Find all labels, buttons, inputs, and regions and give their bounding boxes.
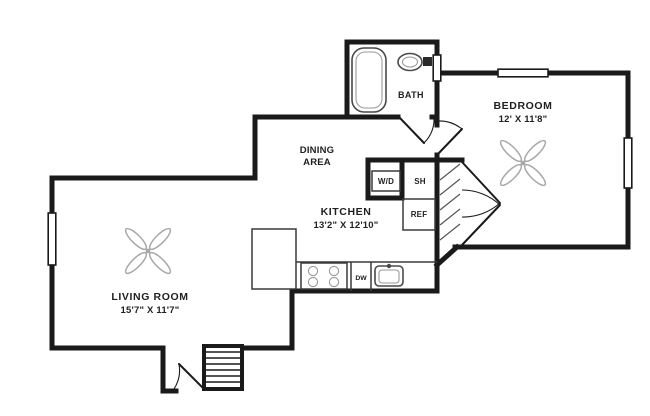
windows (47, 54, 633, 266)
bath-door-leaf (398, 116, 425, 144)
dining-area-label-line2: AREA (303, 157, 331, 168)
bathtub-icon (351, 47, 387, 113)
bedroom-dims: 12' X 11'8" (499, 114, 548, 125)
kitchen-fixtures (251, 170, 437, 291)
closet-double-doors (461, 161, 501, 246)
wall-bedroom (434, 70, 631, 250)
bath-sink-icon (397, 52, 432, 72)
dishwasher-slot (350, 262, 372, 291)
living-room-label: LIVING ROOM (111, 291, 188, 303)
bath-window (432, 54, 442, 82)
stove-icon (300, 262, 348, 290)
kitchen-counter-left (251, 228, 297, 290)
wall-kitchen-dining (252, 114, 461, 294)
bath-faucet (423, 57, 432, 66)
closet-door-leaf-top (461, 161, 501, 204)
entry-door (173, 363, 205, 390)
living-room-ceiling-fan-icon (124, 227, 172, 275)
bedroom-ceiling-fan-icon (499, 139, 547, 187)
bedroom-door (436, 120, 463, 156)
dishwasher-label: DW (355, 275, 367, 282)
washer-dryer-label: W/D (378, 177, 394, 186)
bath-door-arc (423, 116, 435, 144)
doors (173, 116, 501, 390)
refrigerator-label: REF (411, 210, 428, 219)
bath-fixtures (351, 47, 432, 113)
stairs-treads (206, 351, 240, 383)
entry-door-arc (173, 363, 181, 390)
bedroom-right-window (623, 137, 633, 189)
bedroom-label: BEDROOM (493, 100, 552, 112)
room-labels: LIVING ROOM 15'7" X 11'7" KITCHEN 13'2" … (111, 90, 552, 316)
closet-door-leaf-bottom (461, 204, 501, 246)
bath-door (398, 116, 435, 144)
closet-door-arc-bottom (461, 189, 501, 206)
bedroom-door-leaf (436, 128, 463, 156)
entry-door-leaf (178, 363, 205, 390)
kitchen-dims: 13'2" X 12'10" (314, 220, 379, 231)
bath-label: BATH (398, 90, 424, 100)
washer-dryer-box (371, 170, 401, 192)
walls (49, 39, 631, 394)
living-room-window (47, 212, 57, 266)
refrigerator-box (402, 198, 436, 231)
shower-label: SH (414, 177, 426, 186)
kitchen-sink-icon (374, 263, 404, 287)
wall-living-room (49, 114, 295, 394)
bedroom-top-window (497, 68, 549, 78)
closet-shelving-hatch (439, 163, 461, 241)
kitchen-label: KITCHEN (321, 206, 372, 218)
living-room-dims: 15'7" X 11'7" (121, 305, 180, 316)
wall-bath (344, 39, 440, 120)
dining-area-label-line1: DINING (300, 145, 334, 156)
fixture-labels: W/D SH REF DW (355, 177, 427, 282)
entry-stairs (202, 344, 244, 391)
bedroom-door-arc (436, 120, 463, 130)
sink-faucet (386, 263, 392, 269)
closet-door-arc-top (461, 202, 501, 218)
wall-closets (365, 157, 465, 201)
closet-hatch-lines (439, 163, 461, 241)
